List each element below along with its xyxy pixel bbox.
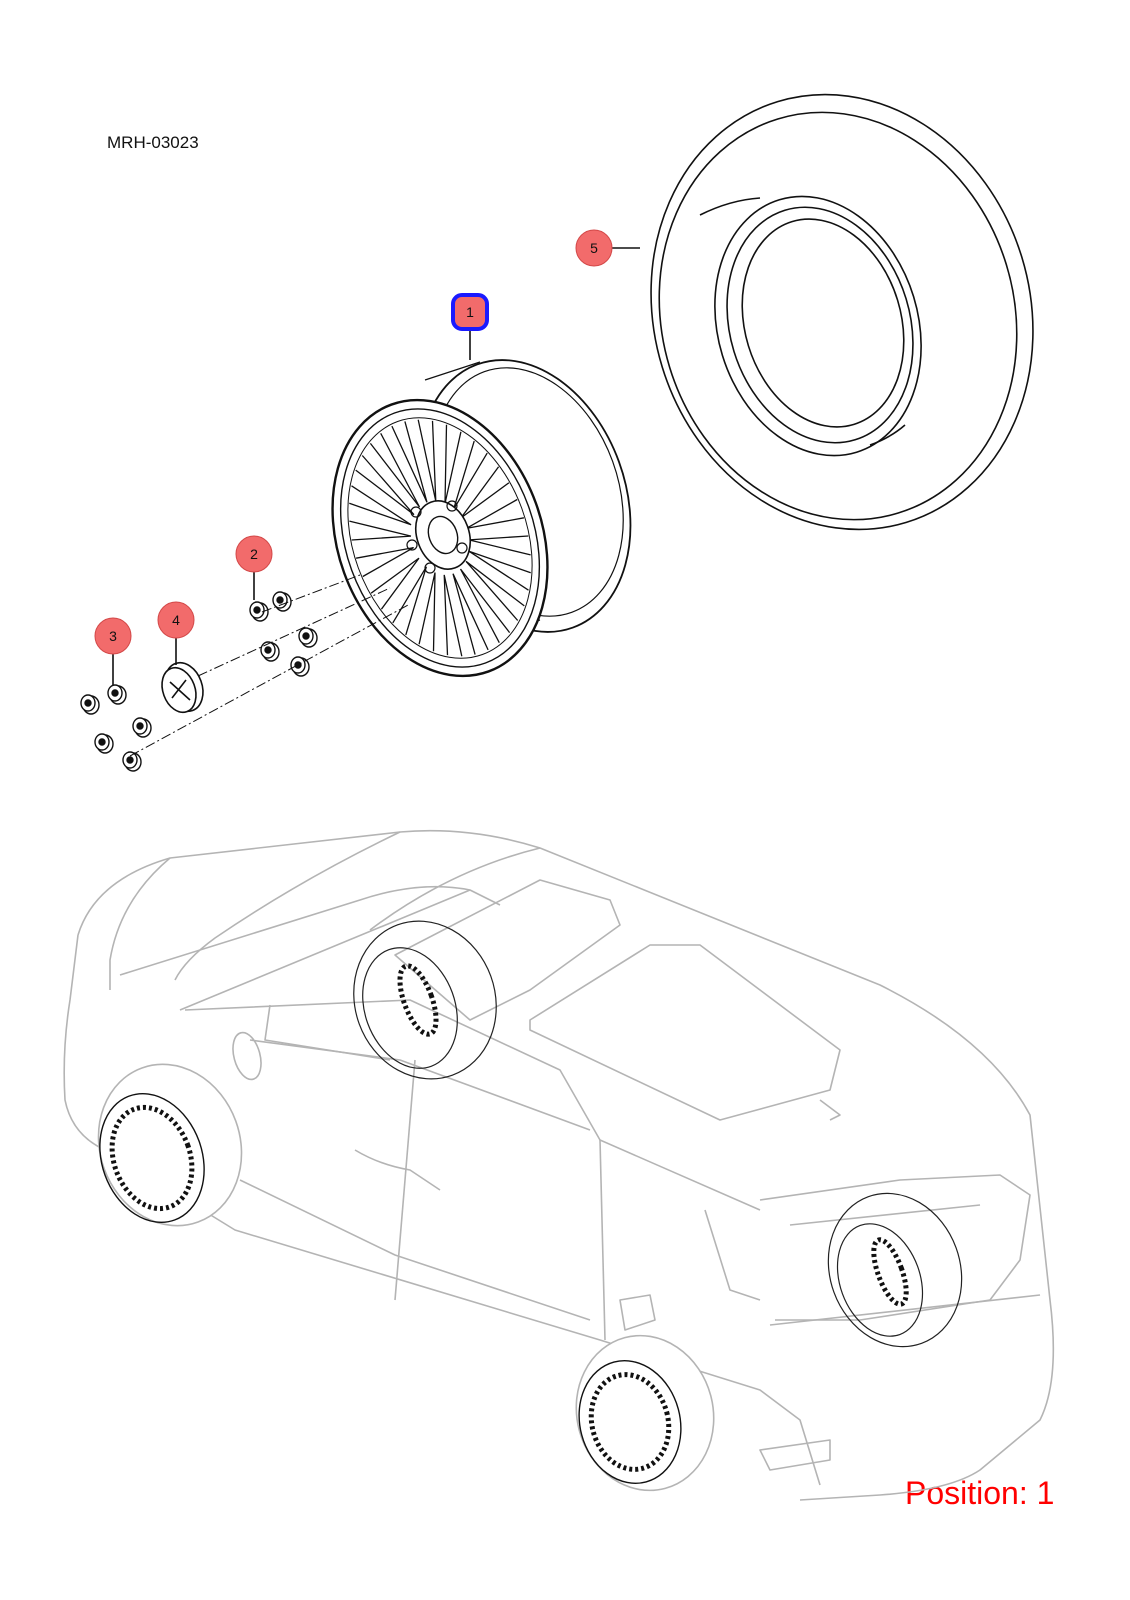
wheel-spoke [369, 432, 421, 508]
lug-nut [272, 591, 292, 612]
tire-part[interactable] [598, 47, 1086, 578]
wheel-spoke [355, 455, 415, 516]
wheel-spoke [465, 498, 525, 530]
callout-3[interactable]: 3 [94, 617, 132, 655]
callout-number: 5 [590, 240, 598, 256]
wheel-spoke [392, 566, 428, 636]
wheel-rim-part[interactable] [296, 330, 667, 706]
lug-nut [94, 733, 114, 754]
callout-number: 3 [109, 628, 117, 644]
lug-nut [260, 641, 280, 662]
callout-number: 2 [250, 546, 258, 562]
assembly-lines [129, 574, 411, 757]
callout-2[interactable]: 2 [235, 535, 273, 573]
lug-nut [298, 627, 318, 648]
wheel-spoke [459, 568, 511, 644]
position-label: Position: 1 [905, 1475, 1055, 1511]
callout-number: 4 [172, 612, 180, 628]
wheel-spoke [452, 440, 488, 510]
wheel-spoke [460, 466, 510, 519]
wheel-spoke [349, 520, 412, 541]
wheel-spoke [468, 550, 531, 591]
wheel-spoke [452, 573, 489, 655]
lug-nut [290, 656, 310, 677]
wheel-spoke [444, 424, 462, 504]
wheel-spoke [465, 560, 525, 621]
wheel-spoke [468, 535, 531, 556]
wheel-spoke [355, 546, 415, 578]
lug-nut [122, 751, 142, 772]
lug-nut [80, 694, 100, 715]
wheel-spoke [370, 557, 420, 610]
lug-nut [132, 717, 152, 738]
callout-4[interactable]: 4 [157, 601, 195, 639]
diagram-code: MRH-03023 [107, 133, 199, 152]
callout-5[interactable]: 5 [575, 229, 613, 267]
wheel-spoke [443, 574, 463, 657]
vehicle-illustration [63, 829, 1055, 1501]
wheel-spoke [391, 421, 428, 503]
callout-number: 1 [466, 304, 474, 320]
wheel-spoke [349, 485, 412, 526]
lug-nut [249, 601, 269, 622]
callout-1[interactable]: 1 [451, 293, 489, 331]
lug-nuts-part[interactable] [80, 591, 318, 772]
center-cap-part[interactable] [156, 657, 209, 717]
wheel-spoke [417, 419, 437, 502]
lug-nut [107, 684, 127, 705]
wheel-spoke [418, 572, 436, 652]
